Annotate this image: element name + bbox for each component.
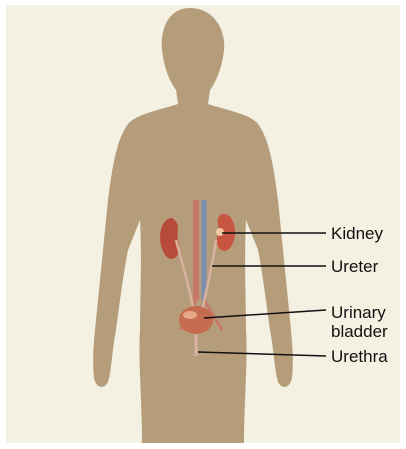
ureter-label: Ureter [331, 257, 378, 276]
bladder-shape [179, 306, 213, 334]
urethra-label: Urethra [331, 347, 388, 366]
kidney-label: Kidney [331, 224, 383, 243]
urinary-bladder-label: Urinary bladder [331, 303, 388, 341]
bladder-highlight [183, 311, 197, 319]
right-kidney-hilum [216, 228, 224, 236]
